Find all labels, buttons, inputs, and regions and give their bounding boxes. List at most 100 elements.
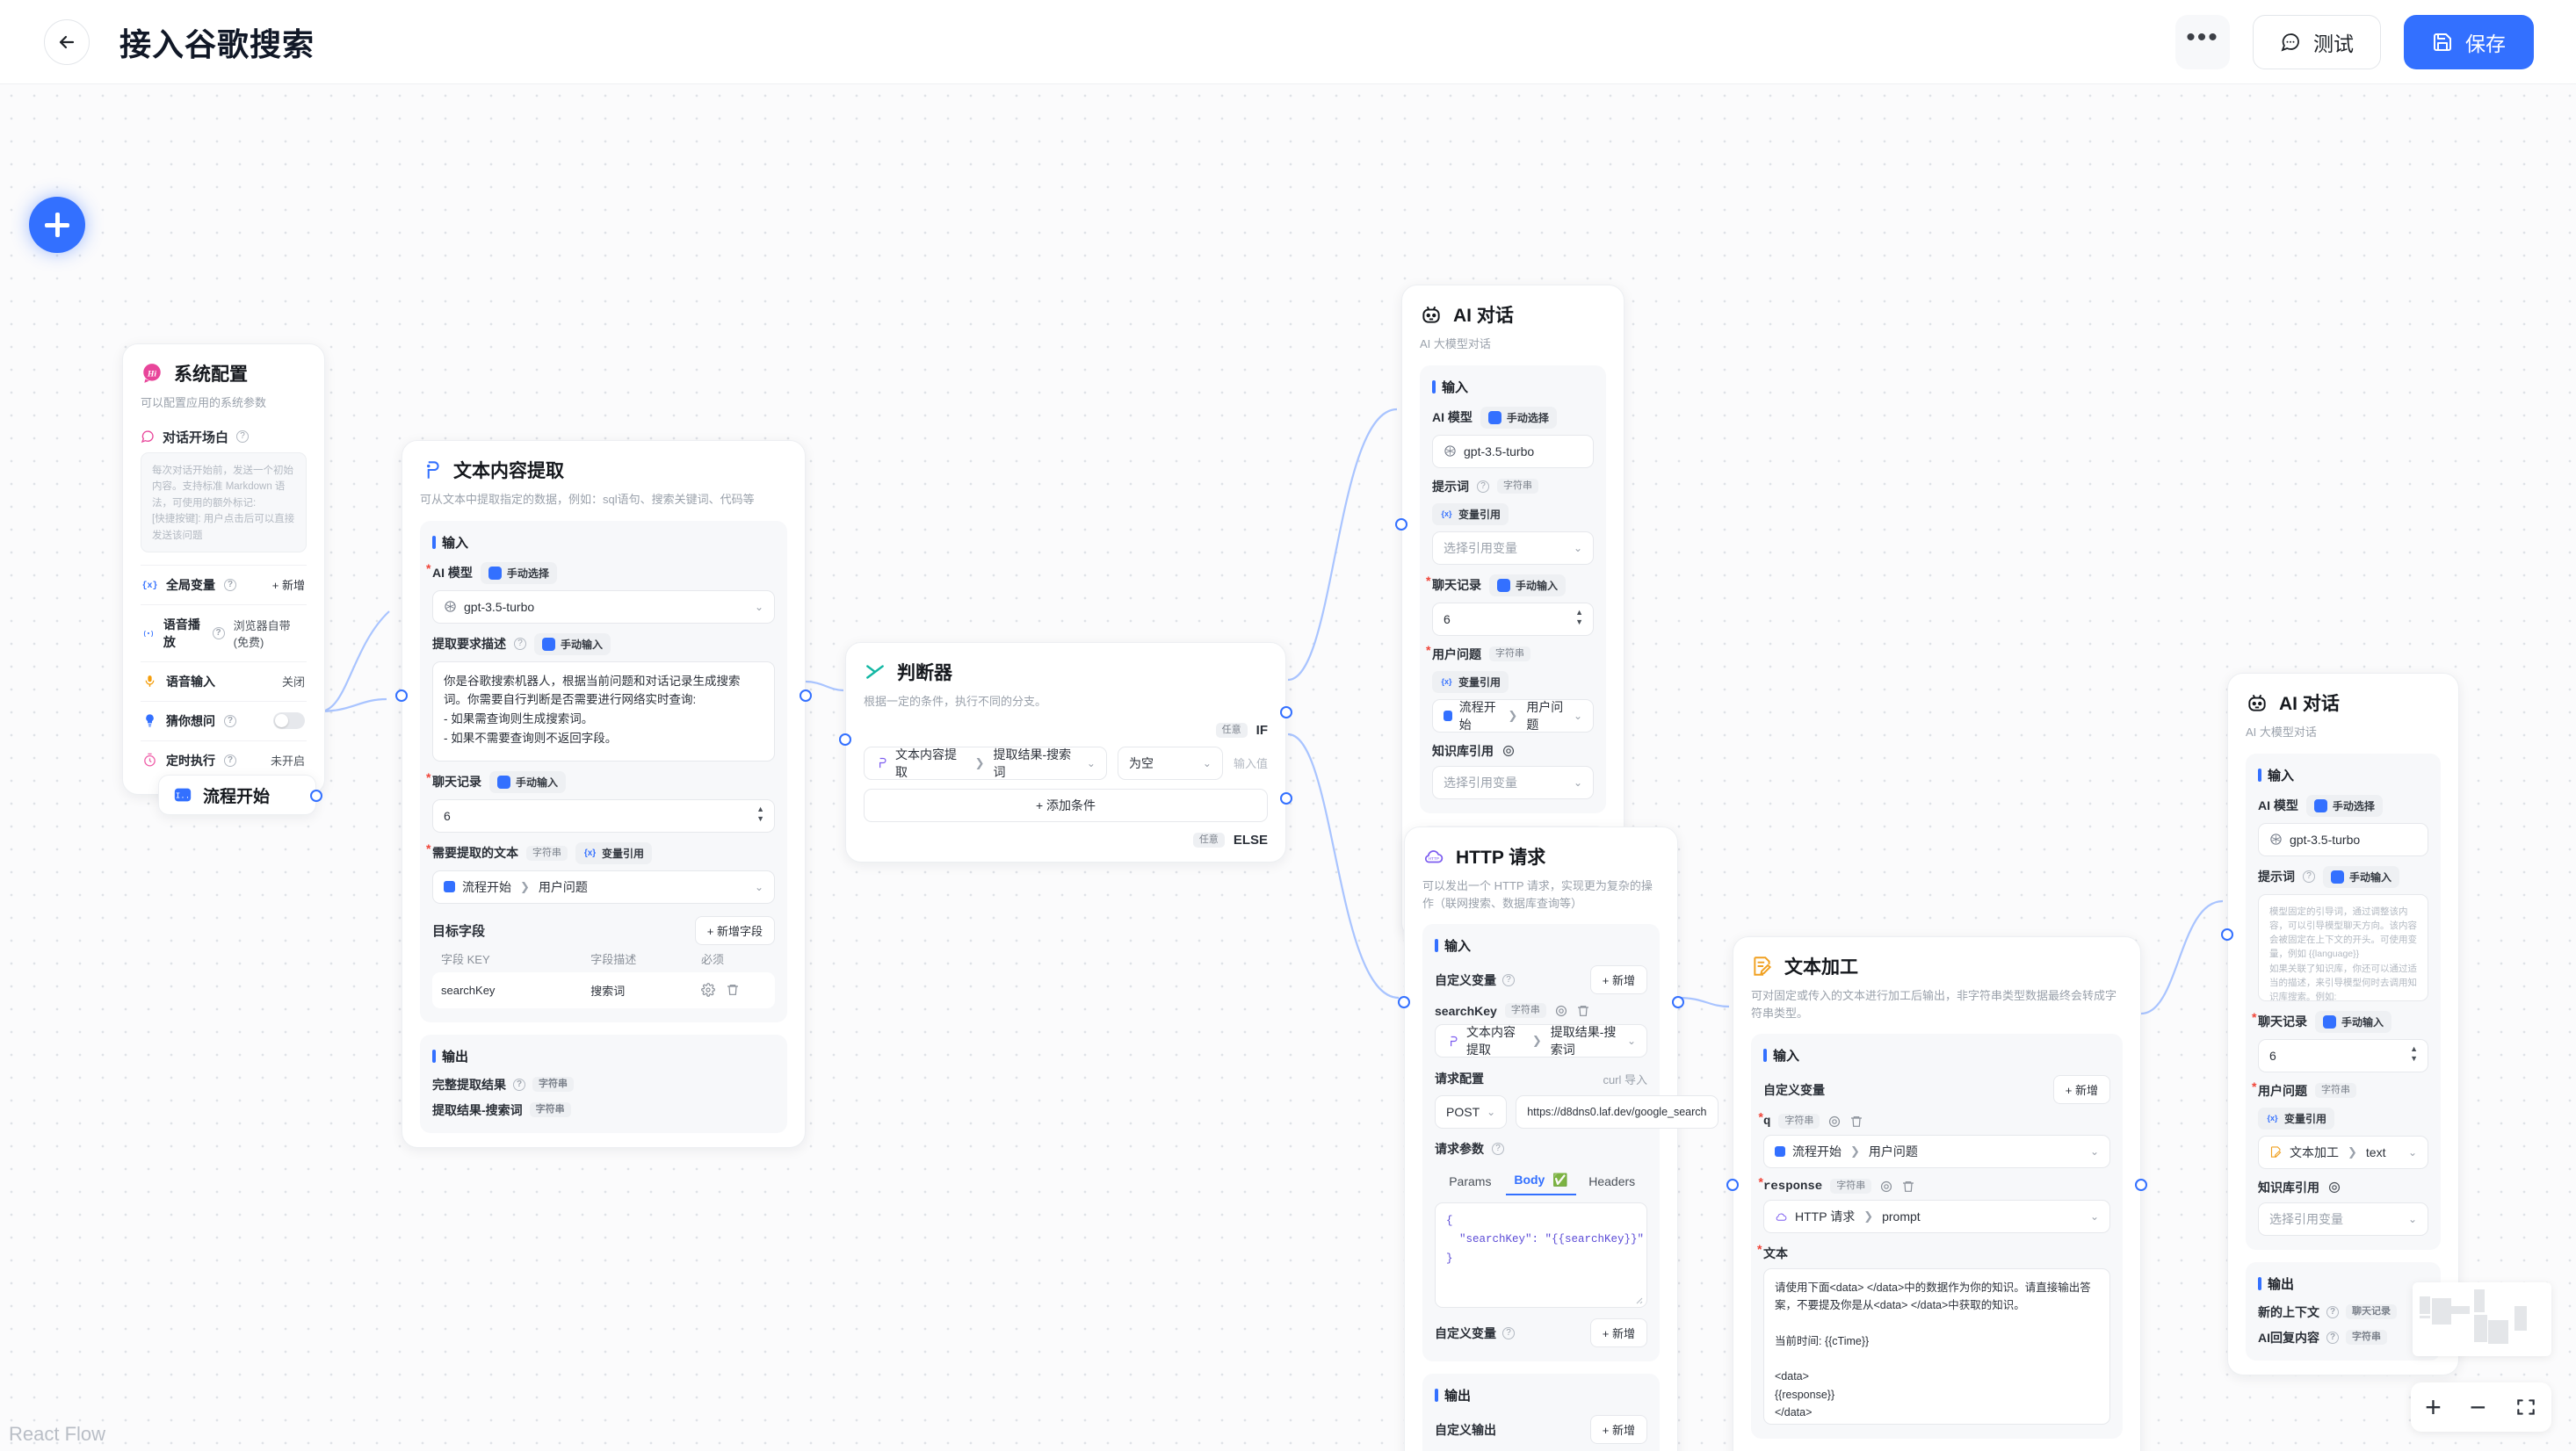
condition-variable-select[interactable]: 文本内容提取 ❯ 提取结果-搜索词 ⌄ — [864, 746, 1107, 780]
http-url-input[interactable]: https://d8dns0.laf.dev/google_search — [1516, 1095, 1719, 1129]
curl-import-button[interactable]: curl 导入 — [1603, 1072, 1647, 1086]
http-method-select[interactable]: POST ⌄ — [1435, 1095, 1508, 1129]
gear-icon[interactable] — [2327, 1180, 2341, 1195]
gear-icon[interactable] — [1554, 1004, 1568, 1018]
manual-select-chip[interactable]: 手动选择 — [1480, 406, 1557, 429]
help-icon[interactable]: ? — [224, 578, 236, 591]
output-handle[interactable] — [310, 790, 322, 802]
manual-select-chip[interactable]: 手动选择 — [2305, 794, 2383, 817]
node-system-config[interactable]: Hi 系统配置 可以配置应用的系统参数 对话开场白 ? 每次对话开始前，发送一个… — [122, 343, 325, 795]
input-handle[interactable] — [839, 733, 851, 746]
help-icon[interactable]: ? — [2303, 870, 2315, 883]
output-handle[interactable] — [800, 689, 812, 702]
help-icon[interactable]: ? — [224, 754, 236, 767]
opener-textarea[interactable]: 每次对话开始前，发送一个初始内容。支持标准 Markdown 语法，可使用的额外… — [141, 451, 307, 552]
help-icon[interactable]: ? — [1502, 973, 1515, 986]
zoom-in-button[interactable]: + — [2425, 1390, 2442, 1423]
zoom-out-button[interactable]: − — [2469, 1390, 2486, 1423]
manual-select-chip[interactable]: 手动选择 — [480, 561, 557, 584]
add-output-button[interactable]: + 新增 — [1589, 1415, 1647, 1444]
trash-icon[interactable] — [1901, 1180, 1915, 1194]
row-global-variable[interactable]: {x} 全局变量 ? + 新增 — [141, 564, 307, 604]
manual-input-chip[interactable]: 手动输入 — [489, 770, 567, 793]
output-handle[interactable] — [2135, 1179, 2147, 1191]
help-icon[interactable]: ? — [2326, 1331, 2339, 1344]
prompt-textarea[interactable]: 模型固定的引导词，通过调整该内容，可以引导模型聊天方向。该内容会被固定在上下文的… — [2258, 893, 2428, 1001]
row-scheduled-exec[interactable]: 定时执行 ? 未开启 — [141, 740, 307, 780]
var-ref-chip[interactable]: {x} 变量引用 — [575, 841, 653, 864]
guess-question-toggle[interactable] — [273, 712, 305, 729]
stepper-arrows[interactable]: ▲▼ — [756, 804, 764, 823]
add-node-button[interactable] — [29, 197, 85, 253]
stepper-arrows[interactable]: ▲▼ — [2410, 1043, 2418, 1063]
node-flow-start[interactable]: I.. 流程开始 — [158, 775, 322, 815]
trash-icon[interactable] — [726, 983, 740, 997]
add-condition-button[interactable]: + 添加条件 — [864, 788, 1268, 822]
gear-icon[interactable] — [1879, 1180, 1893, 1194]
if-output-handle[interactable] — [1280, 706, 1292, 718]
trash-icon[interactable] — [1849, 1115, 1863, 1129]
add-custom-var-button-2[interactable]: + 新增 — [1589, 1318, 1647, 1347]
help-icon[interactable]: ? — [1502, 1326, 1515, 1339]
manual-input-chip[interactable]: 手动输入 — [1489, 574, 1567, 596]
minimap[interactable] — [2413, 1282, 2551, 1356]
trash-icon[interactable] — [1576, 1004, 1590, 1018]
http-var-select[interactable]: 文本内容提取 ❯ 提取结果-搜索词 ⌄ — [1435, 1024, 1647, 1058]
manual-input-chip[interactable]: 手动输入 — [2323, 865, 2400, 888]
source-text-select[interactable]: 流程开始 ❯ 用户问题 ⌄ — [432, 870, 775, 904]
else-output-handle[interactable] — [1280, 792, 1292, 805]
tab-params[interactable]: Params — [1449, 1173, 1492, 1188]
kb-select[interactable]: 选择引用变量 ⌄ — [2258, 1202, 2428, 1236]
add-global-variable[interactable]: + 新增 — [271, 579, 305, 592]
help-icon[interactable]: ? — [212, 626, 225, 639]
help-icon[interactable]: ? — [513, 1078, 525, 1091]
input-handle[interactable] — [1726, 1179, 1739, 1191]
var-q-select[interactable]: 流程开始 ❯ 用户问题 ⌄ — [1763, 1135, 2110, 1168]
node-text-extract[interactable]: 文本内容提取 可从文本中提取指定的数据，例如：sql语句、搜索关键词、代码等 输… — [395, 440, 812, 1148]
model-select[interactable]: gpt-3.5-turbo — [1432, 434, 1594, 468]
help-icon[interactable]: ? — [1477, 480, 1489, 493]
var-ref-chip[interactable]: {x} 变量引用 — [1432, 670, 1509, 693]
var-response-select[interactable]: HTTP 请求 ❯ prompt ⌄ — [1763, 1200, 2110, 1233]
tab-body[interactable]: Body ✅ — [1505, 1166, 1577, 1195]
node-ai-chat-2[interactable]: AI 对话 AI 大模型对话 输入 AI 模型 手动选择 — [2221, 673, 2459, 1375]
node-http-request[interactable]: HTTP HTTP 请求 可以发出一个 HTTP 请求，实现更为复杂的操作（联网… — [1398, 827, 1719, 1451]
resize-handle-icon[interactable] — [1632, 1294, 1643, 1304]
var-ref-chip[interactable]: {x} 变量引用 — [1432, 502, 1509, 525]
chat-history-stepper[interactable]: 6 ▲▼ — [432, 798, 775, 833]
stepper-arrows[interactable]: ▲▼ — [1575, 607, 1583, 626]
chat-history-stepper[interactable]: 6 ▲▼ — [2258, 1038, 2428, 1072]
chat-history-stepper[interactable]: 6 ▲▼ — [1432, 602, 1594, 636]
node-condition[interactable]: 判断器 根据一定的条件，执行不同的分支。 任意 IF 文本内容提取 ❯ 提取结果… — [839, 642, 1292, 863]
manual-input-chip[interactable]: 手动输入 — [2315, 1010, 2392, 1033]
help-icon[interactable]: ? — [2326, 1305, 2339, 1318]
help-icon[interactable]: ? — [224, 714, 236, 727]
row-voice-input[interactable]: 语音输入 关闭 — [141, 661, 307, 701]
gear-icon[interactable] — [1827, 1115, 1842, 1129]
user-question-select[interactable]: 文本加工 ❯ text ⌄ — [2258, 1135, 2428, 1169]
add-custom-var-button[interactable]: + 新增 — [1589, 965, 1647, 994]
model-select[interactable]: gpt-3.5-turbo ⌄ — [432, 589, 775, 624]
output-handle[interactable] — [1672, 996, 1684, 1008]
model-select[interactable]: gpt-3.5-turbo — [2258, 822, 2428, 856]
back-button[interactable] — [44, 18, 90, 65]
input-handle[interactable] — [1395, 518, 1407, 531]
help-icon[interactable]: ? — [1492, 1143, 1504, 1155]
gear-icon[interactable] — [701, 983, 715, 997]
request-body-editor[interactable]: { "searchKey": "{{searchKey}}" } — [1435, 1202, 1647, 1308]
extract-prompt-textarea[interactable]: 你是谷歌搜索机器人，根据当前问题和对话记录生成搜索词。你需要自行判断是否需要进行… — [432, 661, 775, 762]
node-text-processing[interactable]: 文本加工 可对固定或传入的文本进行加工后输出，非字符串类型数据最终会转成字符串类… — [1726, 936, 2147, 1451]
condition-operator-select[interactable]: 为空 ⌄ — [1117, 746, 1223, 780]
manual-input-chip[interactable]: 手动输入 — [534, 632, 611, 655]
var-ref-chip[interactable]: {x} 变量引用 — [2258, 1107, 2335, 1130]
table-row[interactable]: searchKey 搜索词 — [432, 971, 775, 1008]
input-handle[interactable] — [1398, 996, 1410, 1008]
more-options-button[interactable]: ••• — [2175, 14, 2230, 69]
gear-icon[interactable] — [1501, 744, 1516, 758]
text-template-textarea[interactable]: 请使用下面<data> </data>中的数据作为你的知识。请直接输出答案，不要… — [1763, 1268, 2110, 1425]
prompt-select[interactable]: 选择引用变量 ⌄ — [1432, 531, 1594, 565]
condition-value-input[interactable]: 输入值 — [1233, 757, 1268, 770]
add-field-button[interactable]: + 新增字段 — [694, 915, 775, 945]
help-icon[interactable]: ? — [514, 638, 526, 650]
user-question-select[interactable]: 流程开始 ❯ 用户问题 ⌄ — [1432, 698, 1594, 733]
